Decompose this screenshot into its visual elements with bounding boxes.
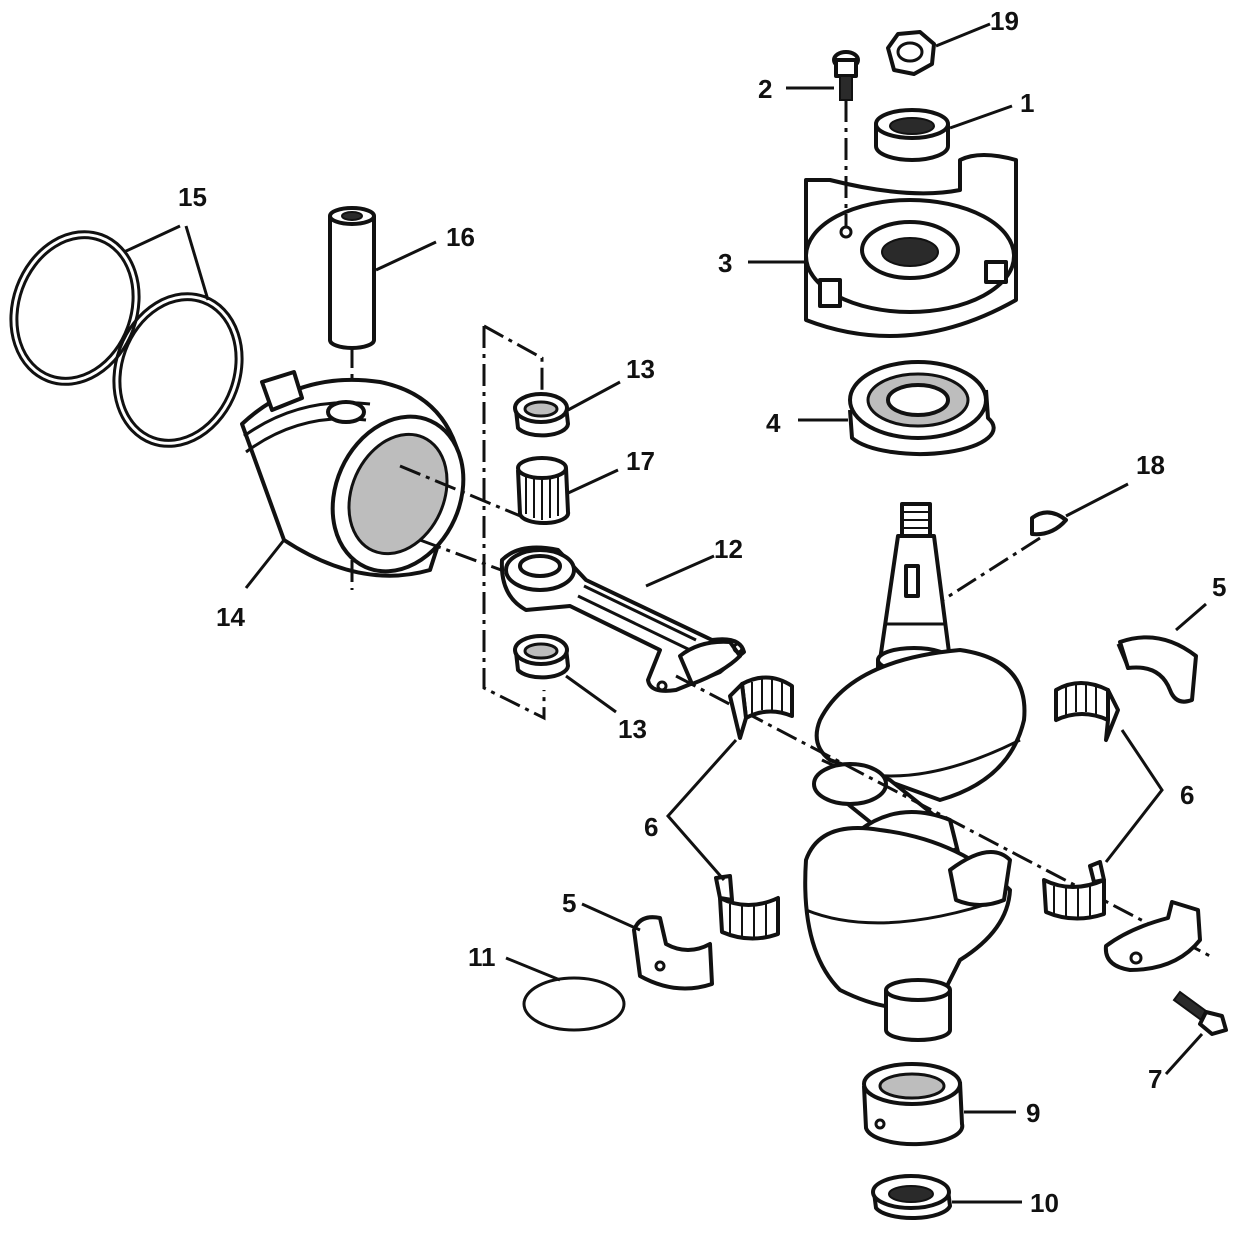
callout-19: 19 [990, 6, 1019, 36]
cap-screw-7 [1164, 990, 1228, 1076]
key-18 [923, 482, 1129, 614]
leaders-6 [665, 729, 1164, 881]
bearing-4 [798, 360, 996, 456]
o-ring-11 [505, 956, 626, 1032]
bearing-race-5-lower [581, 902, 714, 991]
piston-pin-16 [328, 206, 437, 416]
callout-13-lower: 13 [618, 714, 647, 744]
needle-cage-6-lower-left [714, 874, 780, 941]
callout-12: 12 [714, 534, 743, 564]
seal-1 [874, 104, 1013, 162]
callout-1: 1 [1020, 88, 1034, 118]
washer-13-upper [513, 380, 621, 438]
callout-15: 15 [178, 182, 207, 212]
callout-3: 3 [718, 248, 732, 278]
alignment-bracket [399, 324, 546, 721]
callout-5-upper: 5 [1212, 572, 1226, 602]
callout-11: 11 [468, 942, 496, 972]
callout-4: 4 [766, 408, 781, 438]
needle-cage-6-upper-left [728, 675, 794, 740]
needle-cage-6-lower-right [1042, 860, 1106, 921]
callout-7: 7 [1148, 1064, 1162, 1094]
callout-14: 14 [216, 602, 245, 632]
washer-13-lower [513, 634, 617, 714]
needle-cage-6-upper-right [1054, 681, 1120, 742]
callout-9: 9 [1026, 1098, 1040, 1128]
bearing-race-5-upper [1116, 602, 1207, 704]
callout-10: 10 [1030, 1188, 1059, 1218]
callout-6-right: 6 [1180, 780, 1194, 810]
seal-10 [871, 1174, 1022, 1220]
screw-2 [786, 50, 860, 101]
crankshaft [675, 502, 1211, 1042]
nut-19 [886, 22, 991, 76]
callout-6-left: 6 [644, 812, 658, 842]
callout-18: 18 [1136, 450, 1165, 480]
callout-17: 17 [626, 446, 655, 476]
roller-bearing-9 [862, 1062, 1016, 1147]
callout-5-lower: 5 [562, 888, 576, 918]
rod-cap-5 [1103, 900, 1202, 972]
callout-13-upper: 13 [626, 354, 655, 384]
needle-bearing-17 [516, 456, 619, 526]
piston-rings-15 [9, 224, 244, 448]
piston-14 [240, 370, 466, 590]
end-cap-3 [748, 100, 1018, 338]
callout-16: 16 [446, 222, 475, 252]
connecting-rod-12 [499, 545, 746, 693]
callout-2: 2 [758, 74, 772, 104]
